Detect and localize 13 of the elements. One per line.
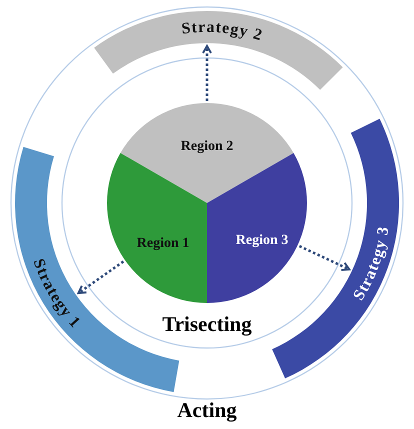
arrow	[298, 244, 350, 272]
region-label: Region 3	[236, 233, 288, 248]
diagram-label: Trisecting	[162, 312, 252, 337]
arrow	[202, 45, 212, 101]
region-label: Region 1	[136, 236, 190, 251]
diagram-label: Acting	[177, 398, 237, 423]
region-label: Region 2	[180, 139, 234, 154]
arrow	[77, 260, 124, 294]
pie-slice	[207, 153, 307, 303]
pie-slice	[120, 103, 294, 203]
pie-slice	[107, 153, 207, 303]
arc-band	[94, 11, 343, 90]
strategy-label: Strategy 2	[180, 18, 265, 44]
